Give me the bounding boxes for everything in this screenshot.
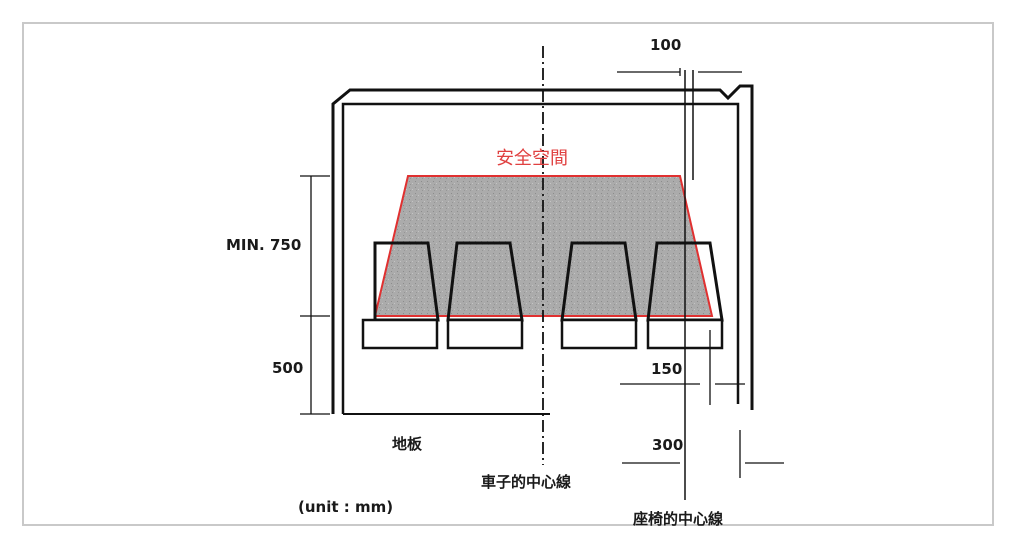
dim-300-lines: [622, 430, 784, 478]
dim-150-lines: [620, 330, 745, 405]
floor-label: 地板: [392, 435, 423, 453]
dim-100-label: 100: [650, 36, 681, 54]
seat-base-1: [361, 318, 439, 350]
seat-base-3: [560, 318, 638, 350]
car-body-inner: [341, 102, 740, 414]
dim-300-label: 300: [652, 436, 683, 454]
unit-label: (unit : mm): [298, 498, 393, 516]
dim-100-lines: [617, 68, 742, 76]
dim-vertical-lines: [300, 175, 330, 415]
seat-base-2: [446, 318, 524, 350]
dim-500-label: 500: [272, 359, 303, 377]
car-body-outer: [331, 84, 754, 414]
min-750-label: MIN. 750: [226, 236, 301, 254]
safe-space-label: 安全空間: [496, 148, 568, 169]
dim-150-label: 150: [651, 360, 682, 378]
seat-centerline-label: 座椅的中心線: [632, 510, 723, 528]
car-centerline-label: 車子的中心線: [481, 473, 571, 491]
